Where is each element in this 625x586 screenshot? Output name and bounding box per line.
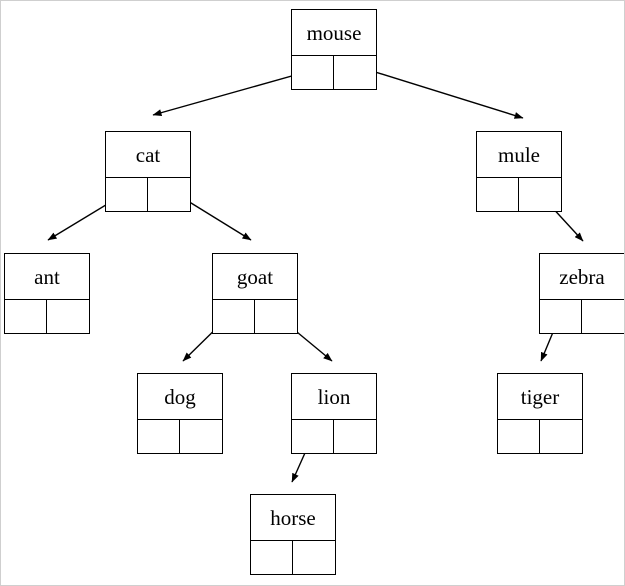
- tree-node-pointer-row: [138, 420, 222, 454]
- tree-node-pointer-row: [251, 541, 335, 575]
- right-pointer-cell[interactable]: [293, 541, 335, 575]
- left-pointer-cell[interactable]: [292, 420, 334, 454]
- tree-node-dog[interactable]: dog: [137, 373, 223, 454]
- tree-node-pointer-row: [498, 420, 582, 454]
- right-pointer-cell[interactable]: [47, 300, 89, 334]
- right-pointer-cell[interactable]: [334, 56, 376, 90]
- left-pointer-cell[interactable]: [498, 420, 540, 454]
- tree-node-pointer-row: [540, 300, 624, 334]
- tree-node-tiger[interactable]: tiger: [497, 373, 583, 454]
- tree-node-cat[interactable]: cat: [105, 131, 191, 212]
- tree-node-label: horse: [251, 495, 335, 541]
- tree-node-pointer-row: [292, 420, 376, 454]
- right-pointer-cell[interactable]: [180, 420, 222, 454]
- tree-node-label: dog: [138, 374, 222, 420]
- tree-node-pointer-row: [106, 178, 190, 212]
- left-pointer-cell[interactable]: [251, 541, 293, 575]
- tree-node-pointer-row: [5, 300, 89, 334]
- left-pointer-cell[interactable]: [540, 300, 582, 334]
- tree-node-goat[interactable]: goat: [212, 253, 298, 334]
- tree-node-pointer-row: [292, 56, 376, 90]
- right-pointer-cell[interactable]: [540, 420, 582, 454]
- right-pointer-cell[interactable]: [582, 300, 624, 334]
- tree-node-horse[interactable]: horse: [250, 494, 336, 575]
- tree-node-mouse[interactable]: mouse: [291, 9, 377, 90]
- tree-node-label: lion: [292, 374, 376, 420]
- tree-node-label: zebra: [540, 254, 624, 300]
- tree-node-label: ant: [5, 254, 89, 300]
- tree-node-lion[interactable]: lion: [291, 373, 377, 454]
- right-pointer-cell[interactable]: [519, 178, 561, 212]
- left-pointer-cell[interactable]: [213, 300, 255, 334]
- right-pointer-cell[interactable]: [334, 420, 376, 454]
- right-pointer-cell[interactable]: [255, 300, 297, 334]
- tree-node-label: cat: [106, 132, 190, 178]
- left-pointer-cell[interactable]: [292, 56, 334, 90]
- right-pointer-cell[interactable]: [148, 178, 190, 212]
- tree-node-ant[interactable]: ant: [4, 253, 90, 334]
- tree-node-zebra[interactable]: zebra: [539, 253, 624, 334]
- left-pointer-cell[interactable]: [138, 420, 180, 454]
- tree-node-label: goat: [213, 254, 297, 300]
- left-pointer-cell[interactable]: [106, 178, 148, 212]
- edge-mouse-mule: [355, 65, 524, 119]
- tree-node-pointer-row: [213, 300, 297, 334]
- left-pointer-cell[interactable]: [5, 300, 47, 334]
- edge-mouse-cat: [152, 69, 314, 117]
- tree-node-mule[interactable]: mule: [476, 131, 562, 212]
- left-pointer-cell[interactable]: [477, 178, 519, 212]
- tree-node-label: mule: [477, 132, 561, 178]
- tree-node-label: mouse: [292, 10, 376, 56]
- tree-node-label: tiger: [498, 374, 582, 420]
- tree-node-pointer-row: [477, 178, 561, 212]
